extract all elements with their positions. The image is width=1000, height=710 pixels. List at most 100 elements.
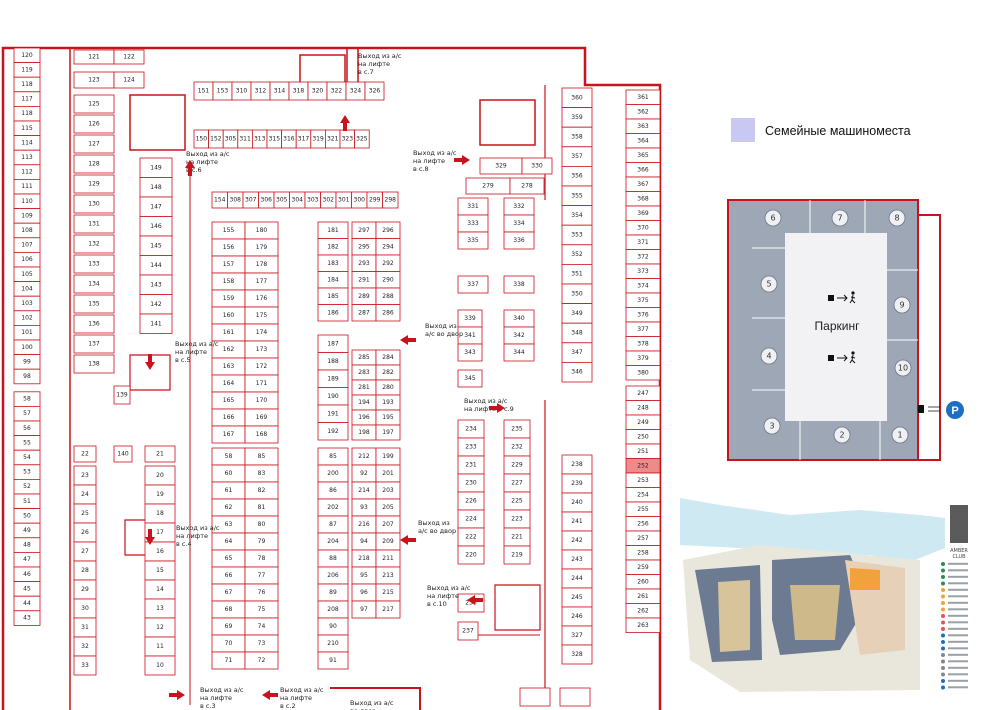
parking-slot[interactable]: 302 <box>320 191 337 209</box>
parking-slot[interactable]: 85 <box>244 447 279 466</box>
parking-slot[interactable]: 285 <box>351 349 377 366</box>
parking-slot[interactable]: 145 <box>139 235 173 256</box>
parking-slot[interactable]: 11 <box>144 636 176 657</box>
parking-slot[interactable]: 380 <box>625 365 661 381</box>
parking-slot[interactable]: 90 <box>317 617 349 636</box>
parking-slot[interactable]: 250 <box>625 429 661 445</box>
parking-slot[interactable]: 213 <box>375 566 401 585</box>
parking-slot[interactable]: 362 <box>625 104 661 120</box>
parking-slot[interactable]: 367 <box>625 176 661 192</box>
parking-slot[interactable]: 303 <box>304 191 321 209</box>
parking-slot[interactable]: 53 <box>13 464 41 480</box>
parking-slot[interactable]: 49 <box>13 522 41 539</box>
parking-slot[interactable]: 197 <box>375 424 401 441</box>
parking-slot[interactable]: 279 <box>465 177 511 195</box>
parking-slot[interactable]: 30 <box>73 598 97 619</box>
parking-slot[interactable]: 295 <box>351 238 377 256</box>
parking-slot[interactable]: 129 <box>73 174 115 194</box>
parking-slot[interactable]: 353 <box>561 224 593 246</box>
parking-slot[interactable]: 218 <box>351 549 377 568</box>
parking-slot[interactable]: 120 <box>13 47 41 64</box>
parking-slot[interactable]: 144 <box>139 255 173 276</box>
parking-slot[interactable]: 242 <box>561 530 593 551</box>
parking-slot[interactable]: 299 <box>366 191 383 209</box>
parking-slot[interactable]: 361 <box>625 89 661 105</box>
parking-slot[interactable]: 13 <box>144 598 176 619</box>
parking-slot[interactable]: 305 <box>222 129 239 149</box>
parking-slot[interactable]: 19 <box>144 484 176 505</box>
parking-slot[interactable]: 91 <box>317 651 349 670</box>
parking-slot[interactable]: 112 <box>13 164 41 180</box>
parking-slot[interactable]: 238 <box>561 454 593 475</box>
parking-slot[interactable]: 217 <box>375 600 401 619</box>
parking-slot[interactable]: 28 <box>73 560 97 581</box>
parking-slot[interactable]: 170 <box>244 391 279 410</box>
parking-slot[interactable]: 15 <box>144 560 176 581</box>
parking-slot[interactable]: 16 <box>144 541 176 562</box>
parking-slot[interactable]: 118 <box>13 76 41 93</box>
parking-slot[interactable]: 371 <box>625 234 661 250</box>
parking-slot[interactable]: 256 <box>625 516 661 532</box>
parking-slot[interactable]: 58 <box>211 447 246 466</box>
parking-slot[interactable]: 357 <box>561 146 593 167</box>
parking-slot[interactable]: 244 <box>561 568 593 589</box>
parking-slot[interactable]: 47 <box>13 552 41 568</box>
parking-slot[interactable]: 80 <box>244 515 279 534</box>
parking-slot[interactable]: 46 <box>13 566 41 583</box>
parking-slot[interactable]: 291 <box>351 271 377 289</box>
parking-slot[interactable]: 146 <box>139 216 173 237</box>
parking-slot[interactable]: 298 <box>382 191 399 209</box>
parking-slot[interactable]: 154 <box>211 191 228 209</box>
parking-slot[interactable]: 323 <box>339 129 356 149</box>
parking-slot[interactable]: 69 <box>211 617 246 636</box>
parking-slot[interactable]: 365 <box>625 147 661 163</box>
parking-slot[interactable]: 188 <box>317 352 349 371</box>
parking-slot[interactable]: 127 <box>73 134 115 154</box>
parking-slot[interactable]: 289 <box>351 287 377 305</box>
parking-slot[interactable]: 358 <box>561 126 593 148</box>
parking-slot[interactable]: 85 <box>317 447 349 466</box>
parking-slot[interactable]: 161 <box>211 323 246 342</box>
parking-slot[interactable]: 288 <box>375 287 401 305</box>
parking-slot[interactable]: 378 <box>625 336 661 352</box>
parking-slot[interactable]: 196 <box>351 409 377 426</box>
parking-slot[interactable]: 376 <box>625 307 661 323</box>
parking-slot[interactable]: 160 <box>211 306 246 325</box>
parking-slot[interactable]: 158 <box>211 272 246 291</box>
parking-slot[interactable]: 159 <box>211 289 246 308</box>
parking-slot[interactable]: 260 <box>625 574 661 590</box>
parking-slot[interactable]: 239 <box>561 473 593 494</box>
parking-slot[interactable]: 111 <box>13 178 41 195</box>
parking-slot[interactable]: 175 <box>244 306 279 325</box>
parking-slot[interactable]: 117 <box>13 91 41 107</box>
parking-slot[interactable]: 110 <box>13 193 41 210</box>
parking-slot[interactable]: 48 <box>13 537 41 553</box>
parking-slot[interactable]: 351 <box>561 263 593 285</box>
parking-slot[interactable]: 263 <box>625 617 661 633</box>
parking-slot[interactable]: 224 <box>457 509 485 529</box>
parking-slot[interactable]: 20 <box>144 465 176 486</box>
parking-slot[interactable]: 169 <box>244 408 279 427</box>
parking-slot[interactable]: 280 <box>375 379 401 396</box>
parking-slot[interactable]: 349 <box>561 303 593 324</box>
parking-slot[interactable]: 328 <box>561 644 593 665</box>
parking-slot[interactable]: 21 <box>144 445 176 463</box>
parking-slot[interactable]: 67 <box>211 583 246 602</box>
parking-slot[interactable]: 281 <box>351 379 377 396</box>
parking-slot[interactable]: 113 <box>13 149 41 166</box>
parking-slot[interactable]: 29 <box>73 579 97 600</box>
parking-slot[interactable]: 205 <box>375 498 401 517</box>
parking-slot[interactable]: 115 <box>13 120 41 137</box>
parking-slot[interactable]: 77 <box>244 566 279 585</box>
parking-slot[interactable]: 343 <box>457 343 483 362</box>
parking-slot[interactable]: 102 <box>13 310 41 326</box>
parking-slot[interactable]: 284 <box>375 349 401 366</box>
parking-slot[interactable]: 184 <box>317 271 349 289</box>
parking-slot[interactable]: 181 <box>317 221 349 239</box>
parking-slot[interactable]: 123 <box>73 71 115 89</box>
parking-slot[interactable]: 157 <box>211 255 246 274</box>
parking-slot[interactable]: 98 <box>13 368 41 385</box>
parking-slot[interactable]: 307 <box>242 191 259 209</box>
parking-slot[interactable]: 370 <box>625 220 661 236</box>
parking-slot[interactable]: 366 <box>625 162 661 178</box>
